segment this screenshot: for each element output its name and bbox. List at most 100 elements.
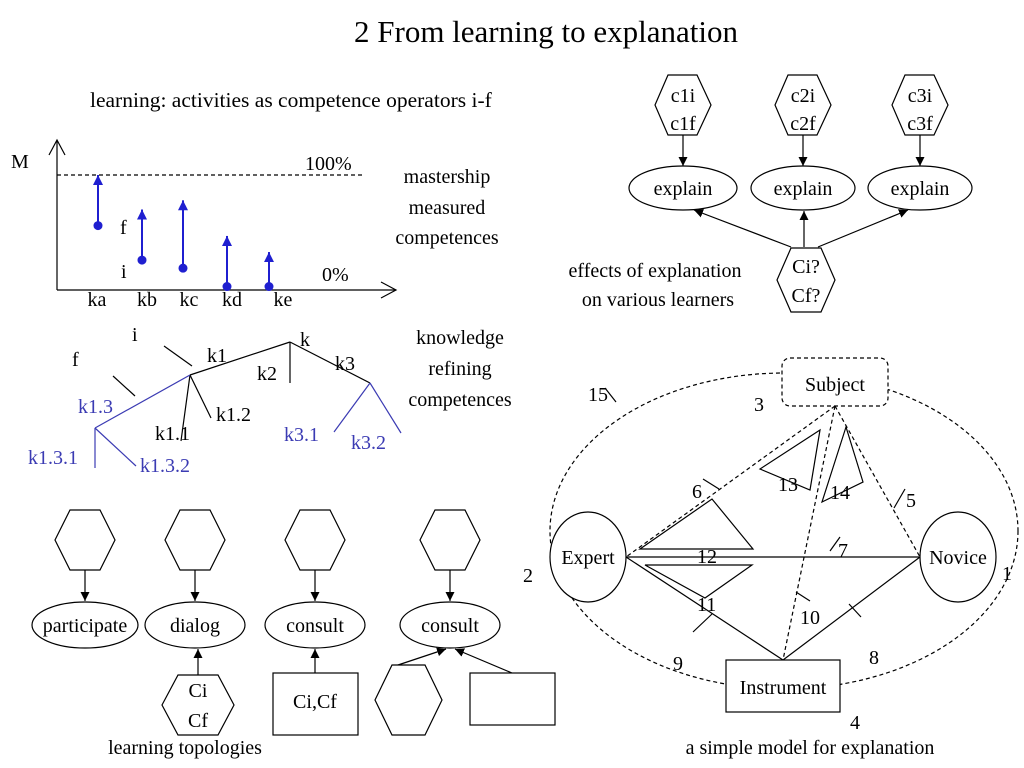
competence-label: kb [137,289,157,311]
final-tick [112,375,136,397]
mastership-caption-line: competences [395,227,498,249]
competence-label: kc [180,289,199,311]
refined-branch [333,382,371,433]
activity-label: explain [891,178,950,200]
learner-hexagon [164,509,226,571]
source-to-learner-arrow [817,209,909,248]
initial-label: i [121,261,127,283]
relation-triangle [638,498,755,550]
topologies-caption: learning topologies [108,737,262,759]
learner-competence-hexagon [654,74,712,136]
explain-activity-ellipse [750,165,856,211]
subject-label: Subject [805,374,865,396]
refining-caption-line: competences [408,389,511,411]
mastership-mark-ka [93,175,103,231]
learning-heading: learning: activities as competence opera… [90,88,493,112]
source-to-learner-arrow [693,209,792,248]
model-number: 8 [869,647,879,669]
unknown-final-label: Cf? [792,285,821,307]
subject-instrument-link [782,405,836,661]
mastership-mark-kc [178,200,188,273]
refined-node-label: k3.2 [351,432,386,454]
mastership-mark-kd [222,235,232,292]
unknown-competence-hexagon [776,247,836,313]
final-competence-label: c2f [790,113,816,135]
participate-activity-ellipse [31,601,139,649]
learner-hexagon [284,509,346,571]
relation-triangle [821,425,864,504]
model-number: 15 [588,384,608,406]
effects-caption-line: on various learners [582,289,734,311]
model-number: 4 [850,712,860,734]
model-number: 6 [692,481,702,503]
consult-activity-ellipse [264,601,366,649]
consult-activity-ellipse [399,601,501,649]
model-number: 9 [673,653,683,675]
learning-section: learning: activities as competence opera… [11,88,499,311]
mastership-caption-line: mastership [404,166,491,188]
tree-initial-label: i [132,324,138,346]
refined-branch [369,382,402,434]
refining-caption-line: knowledge [416,327,504,349]
slide-title: 2 From learning to explanation [354,14,738,49]
initial-competence-label: c1i [671,85,696,107]
explanation-model-section: Subject Expert Novice Instrument 1 2 3 4… [523,357,1019,759]
relation-tick [702,478,720,490]
relation-tick [604,387,617,403]
final-label: f [120,217,127,239]
partner-hexagon [161,674,235,736]
novice-node [919,511,997,603]
relation-triangle [644,564,754,599]
refined-node-label: k1.3 [78,396,113,418]
source-to-activity-arrow [454,648,513,674]
partner-initial-label: Ci [189,680,208,702]
y-axis-label: M [11,151,29,173]
initial-mastery-dot [137,255,147,265]
activity-label: consult [286,615,344,637]
relation-tick [829,536,841,552]
tree-node-label: k1.1 [155,423,190,445]
activity-label: participate [43,615,128,637]
model-caption: a simple model for explanation [686,737,935,759]
initial-competence-label: c2i [791,85,816,107]
tree-branch [189,341,291,376]
expert-node [549,511,627,603]
model-number: 2 [523,565,533,587]
learner-hexagon [419,509,481,571]
instrument-box [725,659,841,713]
novice-label: Novice [929,547,987,569]
partner-final-label: Cf [188,710,208,732]
model-number: 1 [1002,563,1012,585]
initial-mastery-dot [222,282,232,292]
initial-competence-label: c3i [908,85,933,107]
initial-mastery-dot [264,282,274,292]
expert-label: Expert [561,547,615,569]
final-competence-label: c3f [907,113,933,135]
x-axis-arrowhead [380,281,398,299]
activity-label: dialog [170,615,220,637]
source-box [469,672,556,726]
initial-tick [163,345,193,367]
explanation-effects-section: c1i c1f explain c2i c2f explain c3i c3f … [569,74,973,313]
tree-node-label: k1.2 [216,404,251,426]
model-number: 5 [906,490,916,512]
zero-level-label: 0% [322,264,349,286]
tree-branch [180,374,191,442]
model-number: 7 [838,540,848,562]
tree-node-label: k3 [335,353,355,375]
expert-instrument-link [625,556,784,661]
competence-label: ke [274,289,293,311]
effects-caption-line: effects of explanation [569,260,742,282]
tree-branch [289,341,371,384]
source-to-activity-arrow [391,647,447,668]
mastership-mark-ke [264,252,274,292]
refining-caption-line: refining [428,358,491,380]
refined-node-label: k3.1 [284,424,319,446]
model-number: 14 [830,482,850,504]
tree-branch [189,374,212,419]
activity-label: explain [654,178,713,200]
activity-label: consult [421,615,479,637]
explain-activity-ellipse [628,165,738,211]
competence-label: kd [222,289,242,311]
